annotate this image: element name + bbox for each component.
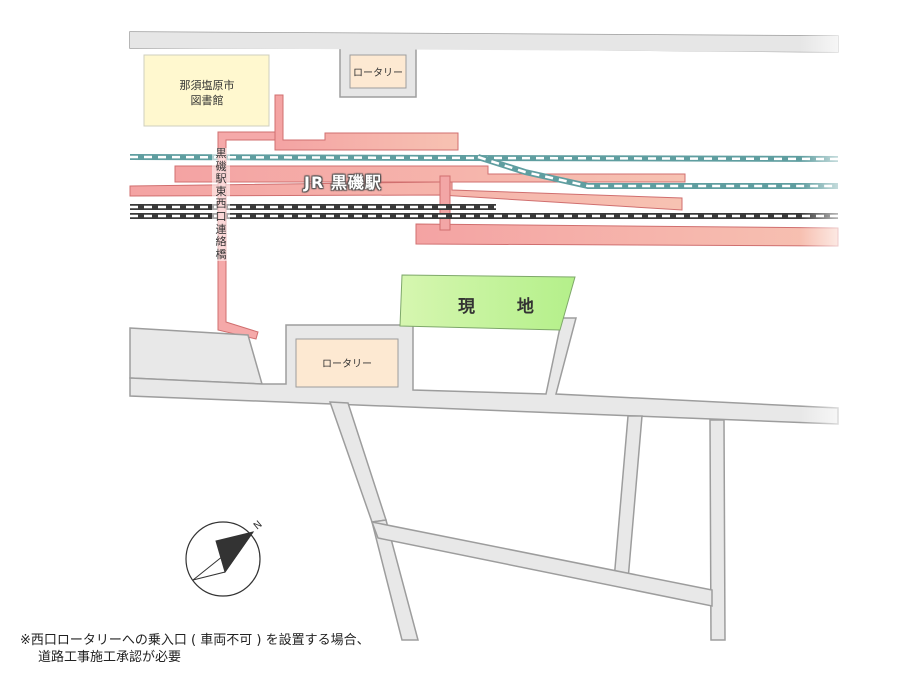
compass-north-letter: N bbox=[252, 519, 265, 532]
library-label-line1: 那須塩原市 bbox=[179, 79, 235, 92]
station-label: JR 黒磯駅 bbox=[304, 173, 382, 192]
rotary-south bbox=[295, 338, 399, 388]
footnote: ※西口ロータリーへの乗入口 ( 車両不可 ) を設置する場合、 道路工事施工承認… bbox=[20, 632, 370, 666]
rotary-north-label: ロータリー bbox=[353, 68, 403, 79]
footnote-line1: ※西口ロータリーへの乗入口 ( 車両不可 ) を設置する場合、 bbox=[20, 633, 370, 648]
bridge-label: 黒磯駅東西口連絡橋 bbox=[212, 147, 230, 262]
rotary-south-label: ロータリー bbox=[322, 359, 372, 370]
footnote-line2: 道路工事施工承認が必要 bbox=[38, 650, 182, 665]
site-parcel bbox=[399, 274, 576, 331]
rotary-north bbox=[349, 54, 407, 89]
rail-teal-branch bbox=[477, 154, 838, 189]
compass-rose: N bbox=[185, 519, 265, 597]
library-building bbox=[143, 54, 270, 127]
station-buildings bbox=[129, 94, 839, 247]
site-label: 現 地 bbox=[458, 297, 552, 317]
library-label: 那須塩原市 図書館 bbox=[146, 78, 268, 108]
fade-edge bbox=[800, 20, 860, 660]
library-label-line2: 図書館 bbox=[190, 94, 224, 107]
